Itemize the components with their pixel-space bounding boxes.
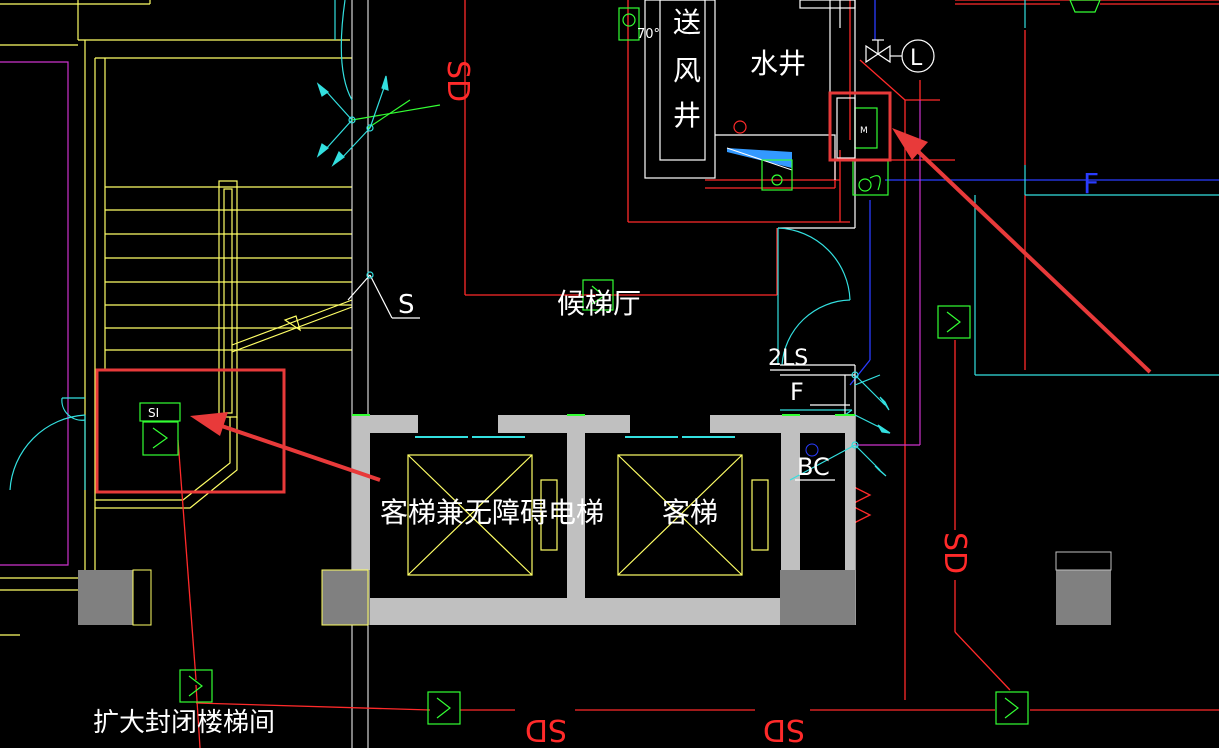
passenger-elevator-label: 客梯 xyxy=(662,496,718,529)
stair-direction-arrow xyxy=(231,299,353,353)
supply-air-shaft-label-2: 风 xyxy=(673,54,701,87)
symbol-box-bottom-2 xyxy=(995,691,1029,725)
cyan-lines-right xyxy=(780,0,1219,441)
bc-label: BC xyxy=(797,453,830,481)
left-door xyxy=(9,397,86,491)
white-leaders-right xyxy=(770,369,850,481)
fan-damper xyxy=(726,147,793,171)
meter-tag-label: M xyxy=(860,126,868,136)
elevator-cars xyxy=(407,454,769,576)
stair-treads xyxy=(95,180,352,509)
sd-bottom-1-label: SD xyxy=(525,712,567,747)
water-shaft-label: 水井 xyxy=(750,47,806,80)
cyan-curve-top xyxy=(334,0,353,101)
symbol-box-right xyxy=(937,305,971,339)
enlarged-stairwell-label: 扩大封闭楼梯间 xyxy=(93,708,275,738)
sd-top-label: SD xyxy=(440,60,475,102)
elevator-lobby-label: 候梯厅 xyxy=(557,287,641,320)
shaft-green-symbols xyxy=(618,0,1101,196)
sprinkler-heads-right xyxy=(789,371,891,481)
f-mid-label: F xyxy=(790,378,804,406)
si-tag-label: SI xyxy=(148,406,159,420)
accessible-elevator-label: 客梯兼无障碍电梯 xyxy=(380,496,604,529)
meter-box-outline xyxy=(836,97,856,159)
gate-valve-icon xyxy=(865,39,935,73)
left-walls xyxy=(0,0,352,636)
red-small-circle xyxy=(733,120,747,134)
highlight-box-meter xyxy=(828,91,892,162)
two-ls-label: 2LS xyxy=(768,346,808,371)
symbol-box-bottom-1 xyxy=(427,691,461,725)
l-circle-label: L xyxy=(910,46,923,71)
supply-air-shaft-label-3: 井 xyxy=(673,99,701,132)
annotation-arrow-icon xyxy=(892,128,1152,374)
magenta-lines-right xyxy=(855,100,921,446)
f-right-label: F xyxy=(1083,167,1099,200)
highlight-box-stair xyxy=(95,368,286,494)
symbol-box-bottom-left xyxy=(179,669,213,703)
elevator-core xyxy=(78,415,1112,626)
right-door xyxy=(777,227,851,366)
symbol-box-lobby xyxy=(582,279,614,311)
annotation-arrow-icon xyxy=(190,412,381,482)
symbol-box-stair xyxy=(139,402,181,456)
temp-70-label: 70° xyxy=(637,27,660,42)
sprinkler-heads-top xyxy=(316,75,389,167)
blue-pipes xyxy=(849,0,1219,386)
bc-blue-circle xyxy=(805,443,819,457)
sprinkler-s-leader xyxy=(347,271,420,319)
corridor-walls xyxy=(351,0,369,748)
supply-air-shaft-label-1: 送 xyxy=(673,6,701,39)
sprinkler-branch-top xyxy=(351,99,441,129)
sd-bottom-2-label: SD xyxy=(763,712,805,747)
sprinkler-s-label: S xyxy=(398,290,415,320)
sd-right-label: SD xyxy=(937,532,972,574)
